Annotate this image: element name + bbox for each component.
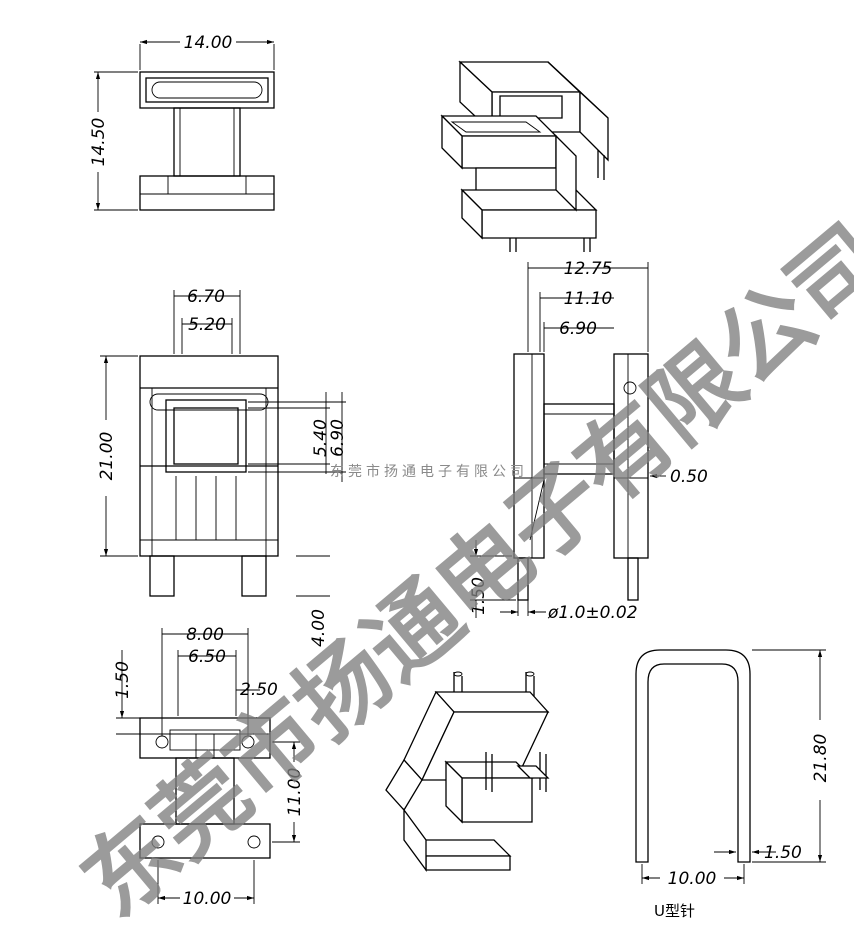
dim-window-inner: 5.40 [311,419,331,457]
u-pin: 21.80 10.00 1.50 U型针 [635,649,831,920]
dim-bottom-inner: 6.50 [188,647,226,667]
dim-pin-height: 21.80 [811,734,831,783]
dim-pin-width: 10.00 [668,869,717,889]
dim-pin-standoff: 1.50 [469,577,489,615]
dim-side-wall: 0.50 [670,467,708,487]
dim-bottom-left: 1.50 [113,661,133,699]
bottom-view: 8.00 6.50 1.50 2.50 11.00 10.00 [113,625,305,909]
dim-front-inner-width: 5.20 [188,315,226,335]
watermark-big: 东莞市扬通电子有限公司 [62,205,854,935]
pin-caption: U型针 [654,902,695,920]
dim-side-total: 12.75 [564,259,613,279]
dim-side-inner: 6.90 [559,319,597,339]
dim-top-width: 14.00 [184,33,233,53]
dim-bottom-base: 10.00 [183,889,232,909]
dim-pin-length: 4.00 [309,609,329,647]
top-view: 14.00 14.50 [89,33,275,211]
watermark-small: 东莞市扬通电子有限公司 [330,463,528,480]
iso-view-top [440,60,609,252]
dim-pin-diameter: ø1.0±0.02 [547,603,638,623]
dim-bottom-pad: 2.50 [240,680,278,700]
iso-view-bottom [385,671,550,872]
front-view: 6.70 5.20 21.00 5.40 6.90 [97,287,348,597]
dim-side-mid: 11.10 [564,289,613,309]
dim-window-outer: 6.90 [328,419,348,457]
dim-bottom-height: 11.00 [285,768,305,817]
dim-bottom-pitch: 8.00 [186,625,224,645]
dim-front-outer-width: 6.70 [187,287,225,307]
dim-top-height: 14.50 [89,118,109,167]
dim-pin-wire: 1.50 [764,843,802,863]
side-view: 12.75 11.10 6.90 0.50 1.50 ø1.0±0.02 [469,259,708,623]
dim-front-height: 21.00 [97,432,117,481]
